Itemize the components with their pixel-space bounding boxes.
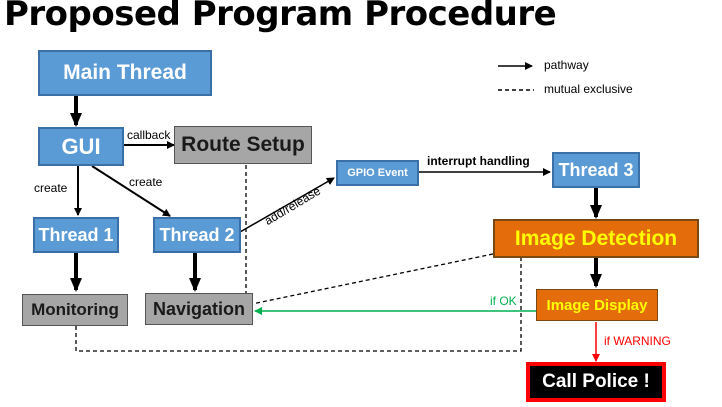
node-thread3: Thread 3 xyxy=(552,152,640,188)
label-interrupt: interrupt handling xyxy=(427,154,530,168)
label-create-left: create xyxy=(34,181,68,195)
page-title: Proposed Program Procedure xyxy=(4,0,557,34)
node-route-setup: Route Setup xyxy=(174,126,312,164)
label-if-warning: if WARNING xyxy=(604,334,671,348)
label-callback: callback xyxy=(127,128,171,142)
node-image-display: Image Display xyxy=(536,289,658,321)
label-create-right: create xyxy=(129,175,163,189)
label-if-ok: if OK xyxy=(490,294,517,308)
edge-thread2-to-gpio xyxy=(239,177,335,233)
node-navigation: Navigation xyxy=(145,293,253,325)
edge-gui-to-thread2 xyxy=(91,165,171,217)
dashed-monitoring-to-detection xyxy=(75,258,522,352)
node-monitoring: Monitoring xyxy=(22,294,128,326)
dashed-detection-to-navigation xyxy=(251,253,494,305)
node-thread2: Thread 2 xyxy=(153,217,241,253)
legend-mutual-label: mutual exclusive xyxy=(544,82,633,96)
node-gui: GUI xyxy=(38,127,124,166)
node-thread1: Thread 1 xyxy=(33,217,119,253)
node-image-detection: Image Detection xyxy=(493,219,699,258)
node-main-thread: Main Thread xyxy=(38,50,212,96)
node-gpio-event: GPIO Event xyxy=(336,160,419,186)
legend-pathway-label: pathway xyxy=(544,58,589,72)
node-call-police: Call Police ! xyxy=(526,362,666,402)
